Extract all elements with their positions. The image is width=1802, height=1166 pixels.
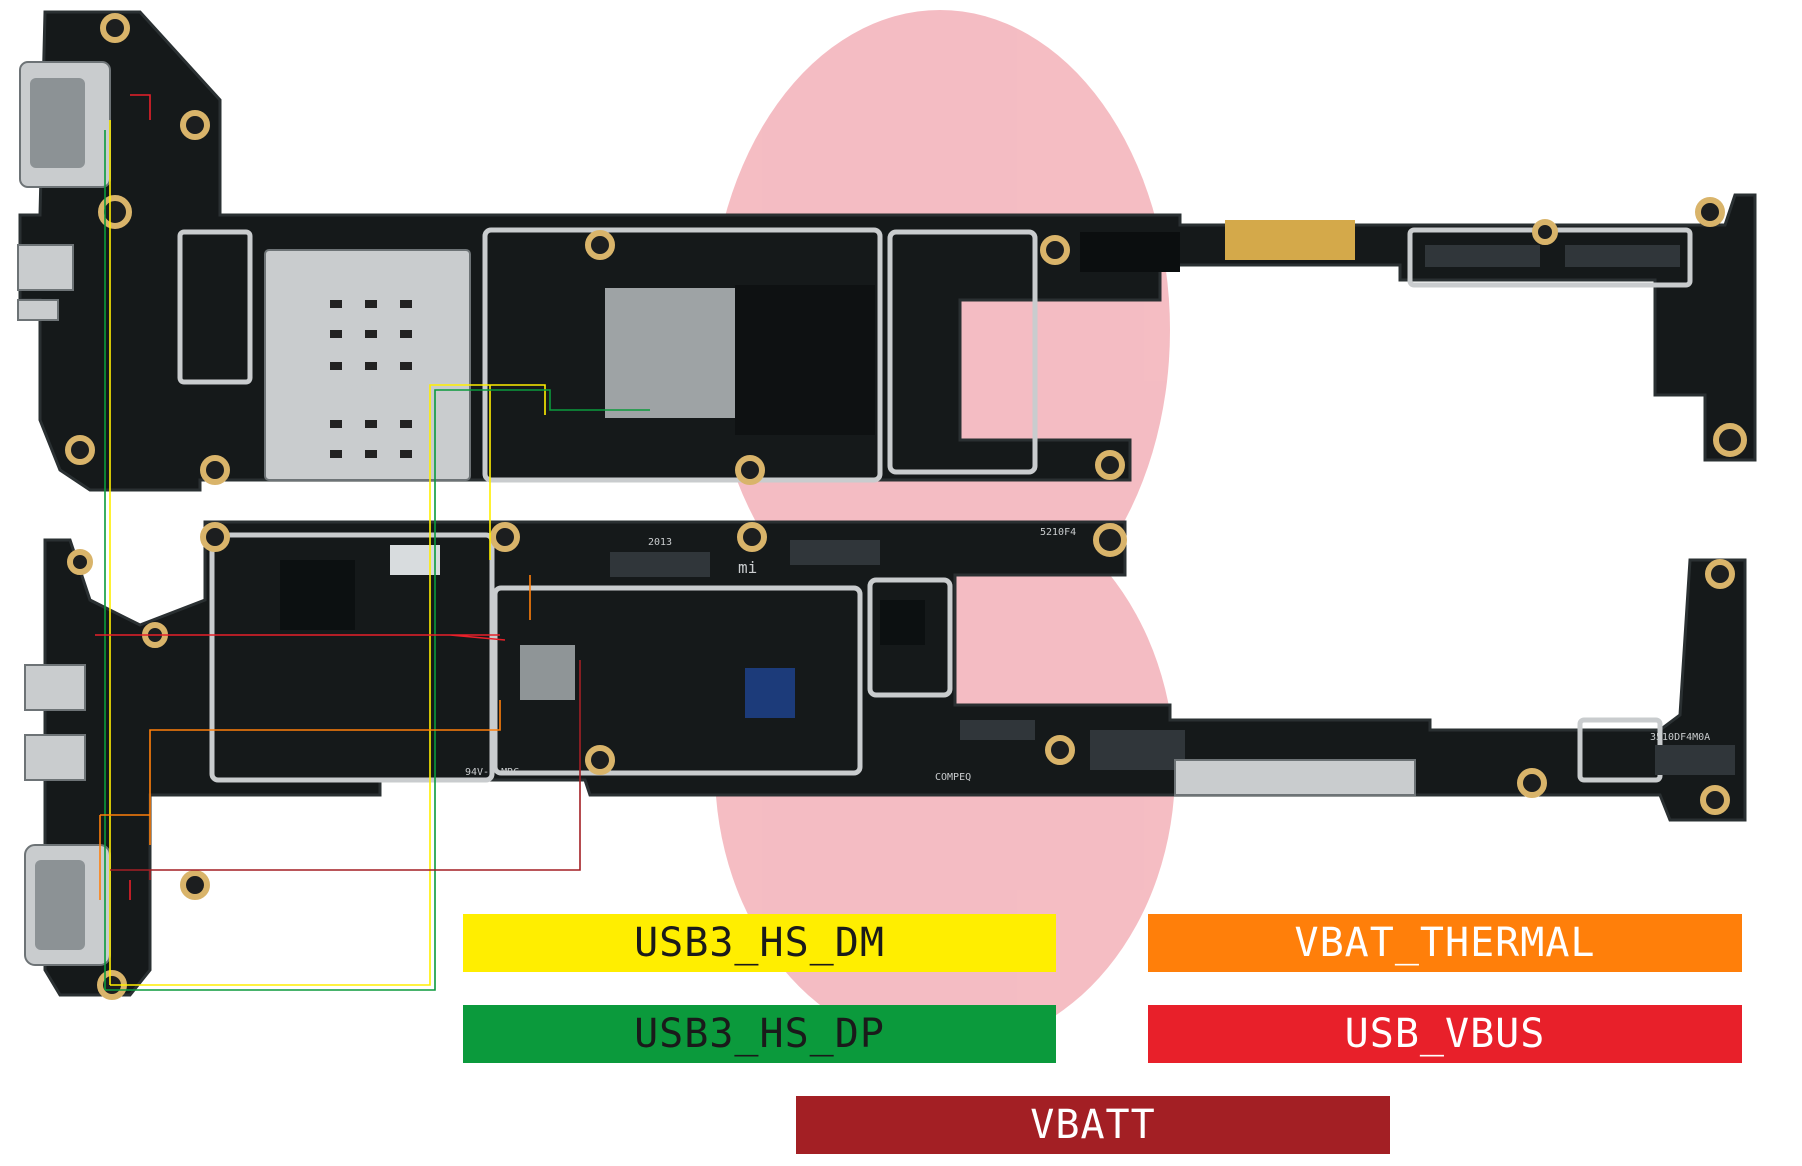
charge-ic bbox=[745, 668, 795, 718]
side-connector bbox=[24, 664, 86, 711]
board-connector bbox=[790, 540, 880, 565]
trace-line bbox=[109, 120, 546, 986]
legend-vbat-thermal: VBAT_THERMAL bbox=[1148, 914, 1742, 972]
side-connector bbox=[17, 244, 74, 291]
board-connector bbox=[1090, 730, 1185, 770]
bottom-board: 2013 mi 5210F4 3510DF4M0A COMPEQ 94V-0 M… bbox=[24, 520, 1747, 1000]
board-connector bbox=[610, 552, 710, 577]
signal-traces bbox=[95, 94, 650, 991]
legend-vbatt: VBATT bbox=[796, 1096, 1390, 1154]
side-connector bbox=[17, 299, 59, 321]
legend-usb3-hs-dm: USB3_HS_DM bbox=[463, 914, 1056, 972]
sim-tray-label: U9C4BV bbox=[335, 380, 393, 399]
mount-holes-bottom bbox=[67, 522, 1735, 1000]
legend-usb3-hs-dp: USB3_HS_DP bbox=[463, 1005, 1056, 1063]
legend-label: VBATT bbox=[1030, 1102, 1156, 1148]
legend-usb-vbus: USB_VBUS bbox=[1148, 1005, 1742, 1063]
sim-contacts bbox=[330, 300, 412, 458]
memory-chip bbox=[735, 285, 875, 435]
brand-logo-text: mi bbox=[738, 558, 757, 577]
ic-chip bbox=[880, 600, 925, 645]
chip-code: 2013 bbox=[648, 537, 672, 548]
legend-swatch bbox=[1148, 914, 1742, 972]
legend bbox=[463, 914, 1742, 1154]
board-connector bbox=[960, 720, 1035, 740]
board-connector bbox=[1565, 245, 1680, 267]
top-board: U9C4BV bbox=[17, 10, 1757, 492]
label-sticker bbox=[390, 545, 440, 575]
legend-label: USB_VBUS bbox=[1344, 1011, 1546, 1057]
legend-label: USB3_HS_DP bbox=[634, 1011, 885, 1057]
mount-holes-top bbox=[65, 13, 1747, 485]
pmic-chip bbox=[280, 560, 355, 630]
gold-contact-pad bbox=[1225, 220, 1355, 260]
pcb-maker-stamp: COMPEQ bbox=[935, 772, 971, 783]
board-label: 5210F4 bbox=[1040, 527, 1076, 538]
soc-bga bbox=[605, 288, 735, 418]
trace-line bbox=[110, 660, 581, 880]
trace-line bbox=[99, 575, 531, 900]
side-connector bbox=[24, 734, 86, 781]
legend-swatch bbox=[1148, 1005, 1742, 1063]
legend-swatch bbox=[463, 914, 1056, 972]
bga-chip bbox=[520, 645, 575, 700]
legend-swatch bbox=[463, 1005, 1056, 1063]
rating-stamp: 94V-0 MRC bbox=[465, 767, 519, 778]
legend-swatch bbox=[796, 1096, 1390, 1154]
legend-label: USB3_HS_DM bbox=[634, 920, 885, 966]
legend-label: VBAT_THERMAL bbox=[1294, 920, 1596, 966]
board-connector bbox=[1425, 245, 1540, 267]
connector-label: 3510DF4M0A bbox=[1650, 732, 1710, 743]
trace-line bbox=[104, 130, 650, 991]
board-connector bbox=[1080, 232, 1180, 272]
metal-bracket bbox=[1174, 759, 1416, 796]
board-connector bbox=[1655, 745, 1735, 775]
trace-line bbox=[95, 94, 506, 900]
